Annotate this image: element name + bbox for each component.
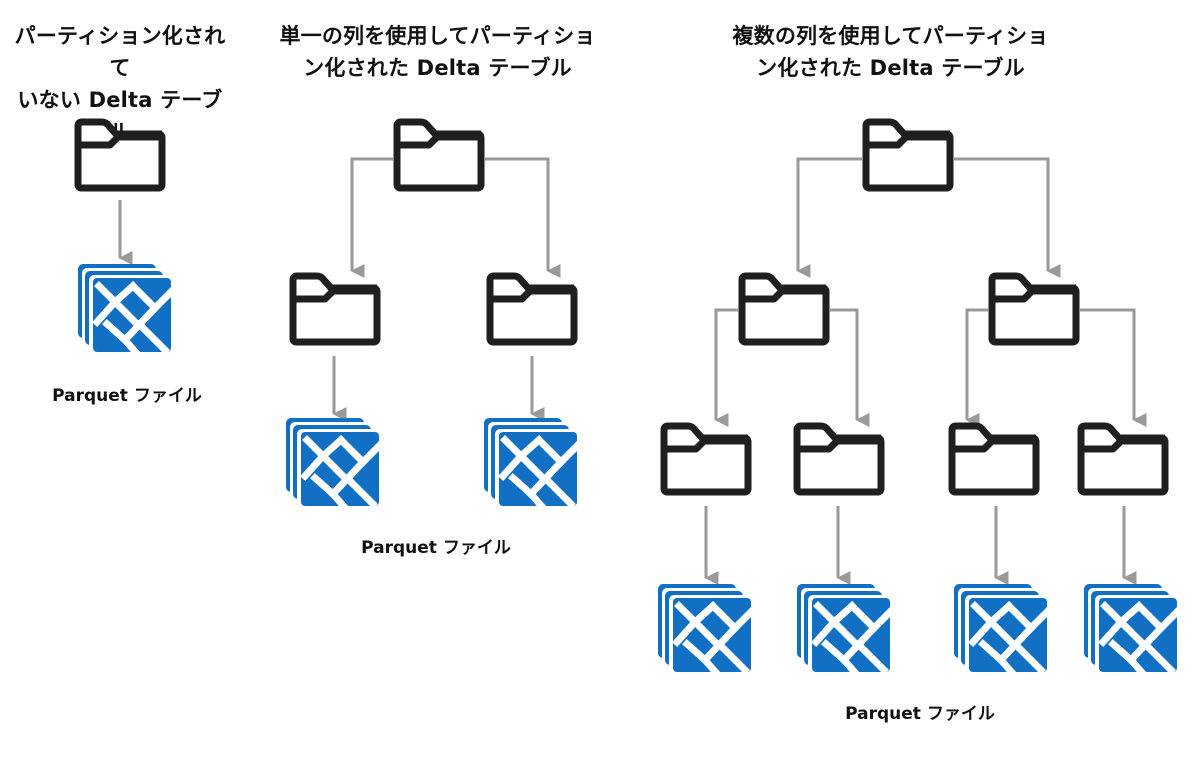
caption-multi-column: Parquet ファイル [845, 704, 995, 724]
arrow-down-icon [830, 308, 870, 427]
multi-column-tree [658, 122, 1177, 676]
folder-icon [490, 276, 574, 342]
single-column-tree [286, 122, 577, 510]
folder-icon [952, 426, 1036, 492]
folder-icon [797, 426, 881, 492]
folder-icon [397, 122, 481, 188]
diagram-title-non-partitioned: パーティション化されて いない Delta テーブル [10, 20, 230, 148]
parquet-file-icon [78, 264, 171, 356]
folder-icon [742, 276, 826, 342]
diagram-title-multi-column: 複数の列を使用してパーティショ ン化された Delta テーブル [718, 20, 1063, 84]
parquet-file-icon [484, 418, 577, 510]
caption-non-partitioned: Parquet ファイル [52, 386, 202, 406]
title-line: 単一の列を使用してパーティショ [279, 24, 596, 48]
arrow-down-icon [1080, 308, 1147, 427]
folder-icon [664, 426, 748, 492]
parquet-file-icon [658, 584, 751, 676]
parquet-file-icon [286, 418, 379, 510]
arrow-down-icon [965, 308, 988, 427]
folder-icon [866, 122, 950, 188]
folder-icon [293, 276, 377, 342]
title-line: いない Delta テーブル [17, 88, 223, 144]
title-line: 複数の列を使用してパーティショ [732, 24, 1049, 48]
arrow-down-icon [796, 157, 862, 278]
folder-icon [1081, 426, 1165, 492]
title-line: ン化された Delta テーブル [756, 56, 1025, 80]
folder-icon [992, 276, 1076, 342]
folder-icon [78, 122, 162, 188]
title-line: パーティション化されて [14, 24, 226, 80]
title-line: ン化された Delta テーブル [303, 56, 572, 80]
arrow-down-icon [485, 157, 561, 278]
arrow-down-icon [350, 157, 393, 278]
arrow-down-icon [954, 157, 1061, 278]
parquet-file-icon [1084, 584, 1177, 676]
parquet-file-icon [797, 584, 890, 676]
parquet-file-icon [954, 584, 1047, 676]
caption-single-column: Parquet ファイル [361, 538, 511, 558]
diagram-title-single-column: 単一の列を使用してパーティショ ン化された Delta テーブル [265, 20, 610, 84]
non-partitioned-tree [78, 122, 171, 356]
arrow-down-icon [714, 308, 738, 427]
